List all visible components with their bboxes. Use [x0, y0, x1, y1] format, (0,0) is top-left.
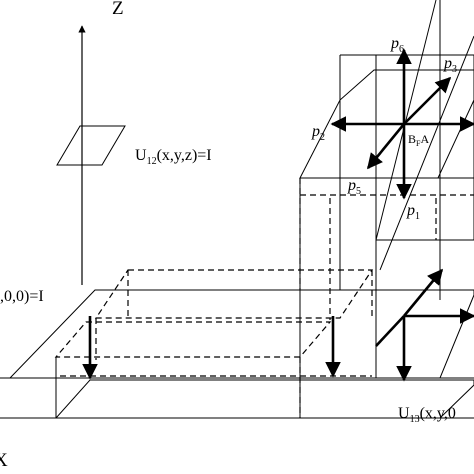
arrow-p5: [366, 123, 406, 170]
u13-plane: [54, 379, 474, 419]
p2-label: p2: [311, 123, 325, 143]
p5-label: p5: [347, 177, 361, 197]
u13-label: U13(x,y,0: [398, 405, 456, 425]
bfa-label: BFA: [408, 132, 429, 148]
z-axis-label: Z: [112, 0, 124, 19]
arrow-p3: [403, 76, 452, 125]
upper-plane-diag-2: [379, 35, 474, 271]
p6-label: p6: [390, 35, 404, 55]
lower-arrow-diag: [402, 268, 444, 317]
u12-plane: [56, 125, 126, 166]
left-plane-label: ,0,0)=I: [0, 288, 44, 305]
left-ground-plane: [8, 289, 474, 379]
upper-vertical-plane: [375, 54, 474, 241]
prism-mid-dashed: [54, 321, 332, 358]
prism-top-dashed: [94, 269, 374, 319]
x-axis-label-partial: X: [0, 450, 8, 471]
p3-label: p3: [443, 55, 457, 75]
lower-arrow-left: [375, 315, 405, 347]
p1-label: p1: [406, 202, 420, 222]
u12-label: U12(x,y,z)=I: [135, 147, 212, 167]
upper-plane-diag: [375, 0, 437, 241]
